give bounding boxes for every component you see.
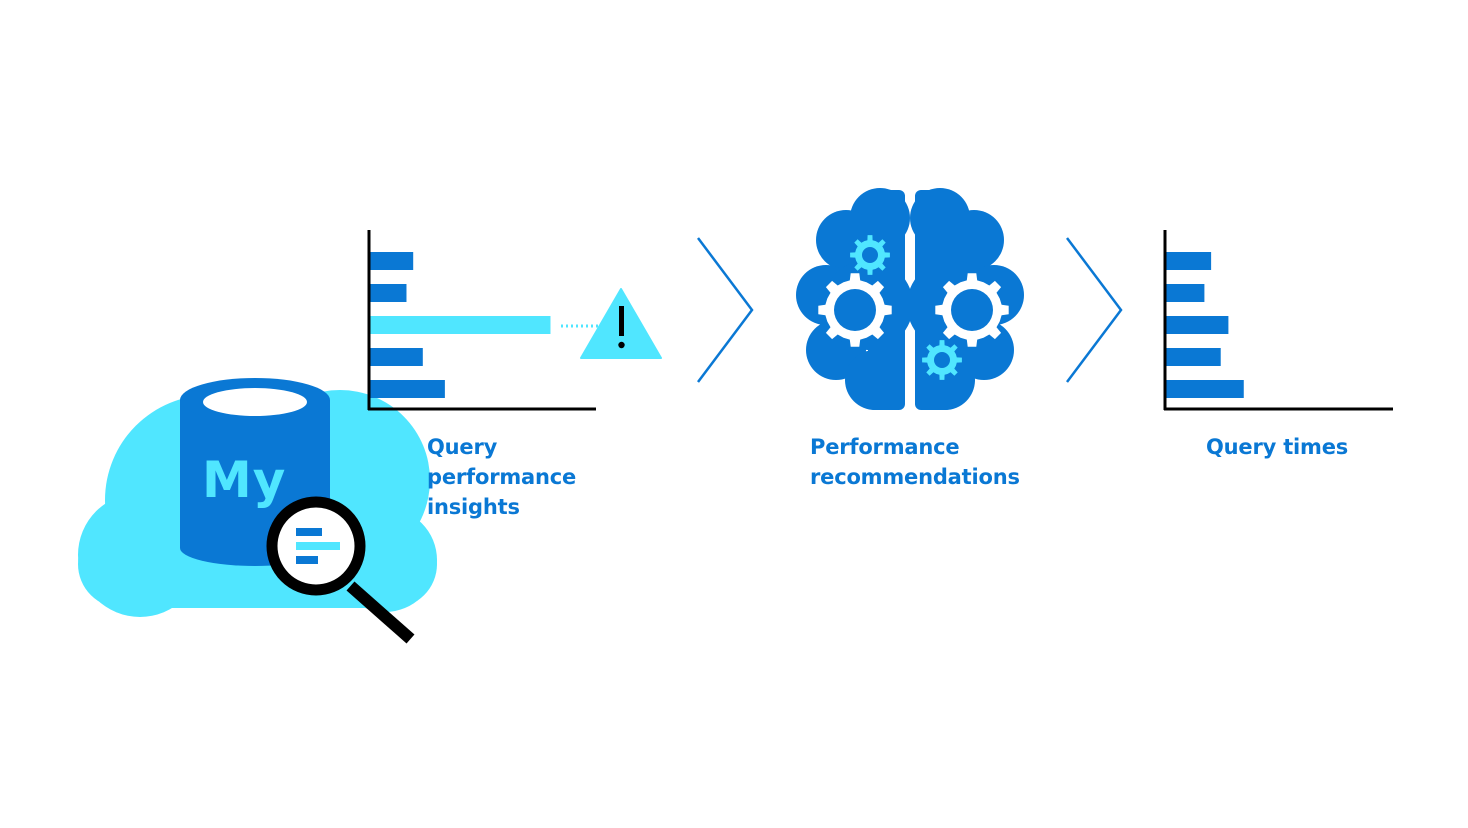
brain-gears xyxy=(818,235,1009,380)
insights-bar-1 xyxy=(370,252,414,270)
recommendations-label-line-1: Performance xyxy=(810,435,960,459)
magnifier-icon xyxy=(266,496,415,644)
insights-bar-3-highlighted xyxy=(370,316,551,334)
insights-bar-5 xyxy=(370,380,445,398)
query-times-label: Query times xyxy=(1206,432,1348,462)
insights-label-line-1: Query xyxy=(427,435,498,459)
large-gear-left-icon xyxy=(818,273,892,347)
times-bar-4 xyxy=(1166,348,1221,366)
query-times-bar-chart xyxy=(1163,230,1393,411)
times-bar-5 xyxy=(1166,380,1244,398)
query-times-label-line-1: Query times xyxy=(1206,435,1349,459)
mysql-cloud-database-icon: My xyxy=(78,378,437,617)
times-bar-2 xyxy=(1166,284,1205,302)
small-gear-top-icon xyxy=(850,235,890,275)
brain-gears-icon xyxy=(796,188,1024,410)
magnifier-bar-3 xyxy=(296,556,318,564)
insights-bar-4 xyxy=(370,348,423,366)
recommendations-label-line-2: recommendations xyxy=(810,465,1020,489)
magnifier-bar-1 xyxy=(296,528,322,536)
small-gear-bottom-icon xyxy=(922,340,962,380)
chevron-right-icon xyxy=(697,237,754,383)
chevron-right-icon xyxy=(1066,237,1123,383)
database-label-my: My xyxy=(202,451,286,509)
insights-label-line-3: insights xyxy=(427,495,520,519)
times-bar-3 xyxy=(1166,316,1229,334)
warning-triangle-icon xyxy=(580,288,662,359)
insights-label: Query performance insights xyxy=(427,432,576,522)
large-gear-right-icon xyxy=(935,273,1009,347)
recommendations-label: Performance recommendations xyxy=(810,432,1020,492)
insights-bar-chart xyxy=(367,230,596,411)
magnifier-bar-2 xyxy=(296,542,340,550)
insights-label-line-2: performance xyxy=(427,465,577,489)
times-bar-1 xyxy=(1166,252,1212,270)
insights-bar-2 xyxy=(370,284,407,302)
